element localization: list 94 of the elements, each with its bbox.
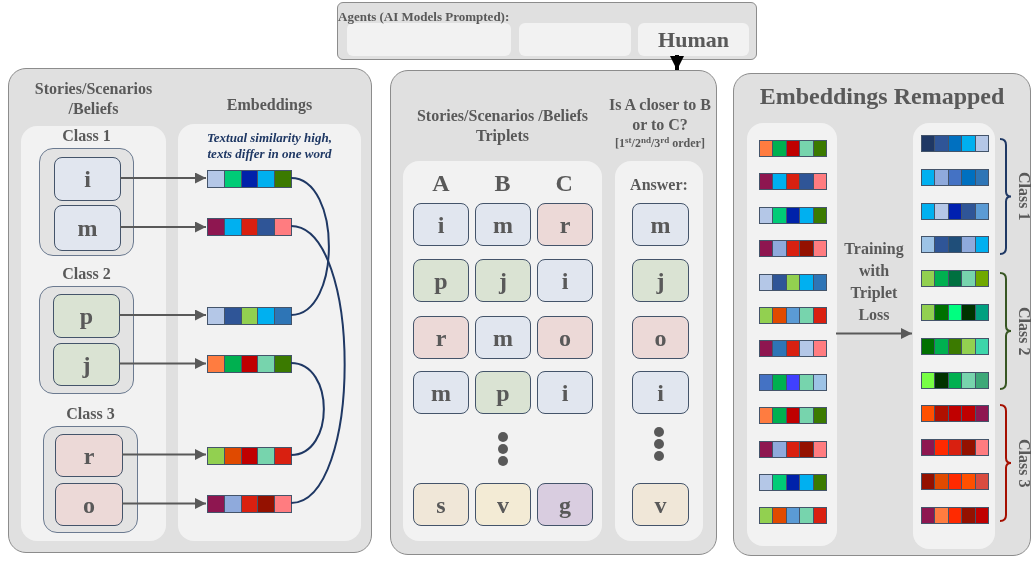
arrow xyxy=(119,172,207,184)
class-label: Class 3 xyxy=(1015,438,1033,488)
embedding-bar xyxy=(759,240,827,258)
letter-card: g xyxy=(537,483,593,526)
panel xyxy=(8,68,372,553)
embedding-bar xyxy=(759,373,827,391)
panel xyxy=(733,73,1031,556)
letter-card: r xyxy=(413,316,469,359)
letter-card: i xyxy=(413,203,469,246)
embedding-column xyxy=(747,123,837,546)
class-heading: Class 3 xyxy=(66,404,115,424)
embedding-bar xyxy=(921,506,989,524)
embedding-bar xyxy=(921,135,989,152)
embedding-bar xyxy=(207,355,292,373)
embedding-bar xyxy=(921,304,989,321)
connector-curve xyxy=(290,225,346,504)
embedding-bar xyxy=(759,173,827,191)
letter-card: m xyxy=(632,203,689,246)
embedding-bar xyxy=(207,170,292,188)
panel-heading: [1$^{st}$/2$^{nd}$/3$^{rd}$ order] xyxy=(615,135,705,151)
letter-card: i xyxy=(54,157,121,201)
arrow xyxy=(670,55,684,70)
letter-card: p xyxy=(413,259,469,302)
embedding-column xyxy=(913,123,995,549)
class-heading: Class 2 xyxy=(62,264,111,284)
letter-card: o xyxy=(55,483,123,526)
letter-card: i xyxy=(537,259,593,302)
column-heading: B xyxy=(494,171,511,195)
embedding-bar xyxy=(921,405,989,423)
class-label: Class 2 xyxy=(1015,306,1033,356)
panel xyxy=(390,70,717,555)
embedding-bar xyxy=(207,495,292,513)
column-heading: A xyxy=(432,171,450,195)
embedding-bar xyxy=(759,273,827,291)
connector-curve xyxy=(290,362,325,456)
letter-card: o xyxy=(632,316,689,359)
letter-card: i xyxy=(537,371,593,414)
letter-card: i xyxy=(632,371,689,414)
panel-heading: Embeddings xyxy=(226,94,313,115)
class-heading: Class 1 xyxy=(62,126,111,146)
column-heading: Answer: xyxy=(630,175,688,195)
embedding-bar xyxy=(921,168,989,186)
panel-heading: Stories/Scenarios /Beliefs Triplets xyxy=(415,105,590,146)
embedding-bar xyxy=(921,371,989,389)
arrow xyxy=(121,498,207,509)
panel-heading: Stories/Scenarios /Beliefs xyxy=(33,79,154,119)
letter-card: p xyxy=(475,371,531,414)
letter-card: m xyxy=(54,205,121,251)
letter-card: m xyxy=(475,316,531,359)
arrow xyxy=(835,328,913,339)
embedding-bar xyxy=(207,307,292,325)
arrow xyxy=(118,358,207,369)
connector-curve xyxy=(290,177,330,316)
letter-card: m xyxy=(413,371,469,414)
embedding-bar xyxy=(759,340,827,358)
edge-label: Training with Triplet Loss xyxy=(843,238,905,325)
letter-card: p xyxy=(53,294,120,338)
embedding-bar xyxy=(759,206,827,224)
agents-heading: Agents (AI Models Prompted): xyxy=(338,9,510,24)
embedding-bar xyxy=(759,440,827,458)
letter-card: r xyxy=(55,434,123,477)
letter-card: r xyxy=(537,203,593,246)
panel-heading: Is A closer to B or to C? xyxy=(608,95,712,135)
letter-card: j xyxy=(475,259,531,302)
embedding-bar xyxy=(207,218,292,236)
letter-card: v xyxy=(632,483,689,526)
letter-card: j xyxy=(632,259,689,302)
letter-card: j xyxy=(53,343,120,386)
arrow xyxy=(121,449,207,460)
embedding-bar xyxy=(921,337,989,355)
arrow xyxy=(118,309,207,321)
embedding-bar xyxy=(921,439,989,457)
embedding-bar xyxy=(921,270,989,288)
letter-card: m xyxy=(475,203,531,246)
letter-card: s xyxy=(413,483,469,526)
note-text: Textual similarity high, texts differ in one word xyxy=(206,130,333,162)
embedding-bar xyxy=(759,474,827,491)
agent-name: Human xyxy=(658,27,729,52)
class-label: Class 1 xyxy=(1015,172,1033,221)
letter-card: o xyxy=(537,316,593,359)
embedding-bar xyxy=(759,140,827,157)
column-heading: C xyxy=(555,171,573,195)
arrow xyxy=(119,221,207,233)
embedding-bar xyxy=(759,507,827,525)
letter-card: v xyxy=(475,483,531,526)
embedding-bar xyxy=(759,407,827,425)
agents-box xyxy=(337,2,757,60)
embedding-bar xyxy=(759,307,827,324)
embedding-bar xyxy=(921,473,989,490)
panel-title: Embeddings Remapped xyxy=(759,82,1005,110)
embedding-bar xyxy=(921,202,989,220)
embedding-bar xyxy=(207,447,292,465)
embedding-bar xyxy=(921,236,989,254)
agent-box xyxy=(638,23,749,56)
